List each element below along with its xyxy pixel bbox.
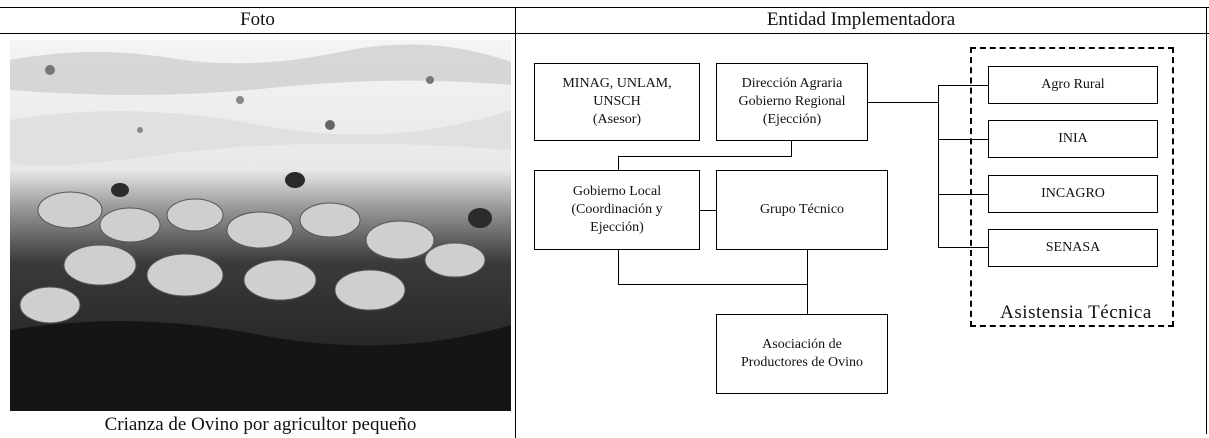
photo-caption: Crianza de Ovino por agricultor pequeño [104, 414, 417, 435]
connector [618, 156, 792, 157]
technical-assistance-group [970, 47, 1174, 327]
inia-box: INIA [988, 120, 1158, 158]
minag-box: MINAG, UNLAM, UNSCH (Asesor) [534, 63, 700, 141]
senasa-box: SENASA [988, 229, 1158, 267]
table-right-border [1206, 7, 1207, 434]
connector [700, 210, 716, 211]
sheep-photo-graphic [10, 40, 511, 411]
connector [868, 102, 938, 103]
connector [938, 85, 988, 86]
header-photo: Foto [240, 9, 275, 30]
connector [938, 247, 988, 248]
connector [618, 250, 619, 284]
connector [791, 141, 792, 157]
connector [938, 194, 988, 195]
sheep-flock-photo [10, 40, 511, 411]
connector [618, 156, 619, 170]
direccion-agraria-box: Dirección Agraria Gobierno Regional (Eje… [716, 63, 868, 141]
gobierno-local-box: Gobierno Local (Coordinación y Ejección) [534, 170, 700, 250]
asociacion-box: Asociación de Productores de Ovino [716, 314, 888, 394]
column-divider [515, 7, 516, 438]
connector [938, 139, 988, 140]
grupo-tecnico-box: Grupo Técnico [716, 170, 888, 250]
connector [938, 85, 939, 248]
table-top-border [0, 7, 1209, 8]
header-entity: Entidad Implementadora [766, 9, 956, 30]
incagro-box: INCAGRO [988, 175, 1158, 213]
header-bottom-border [0, 33, 1209, 34]
connector [807, 250, 808, 314]
technical-assistance-label: Asistensia Técnica [1000, 302, 1152, 323]
connector [618, 284, 808, 285]
agro-rural-box: Agro Rural [988, 66, 1158, 104]
